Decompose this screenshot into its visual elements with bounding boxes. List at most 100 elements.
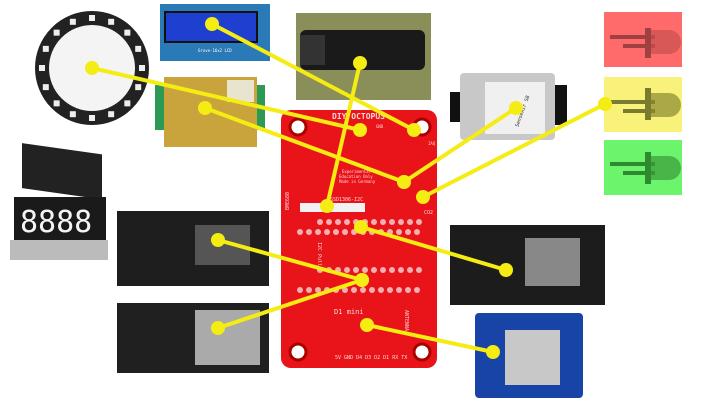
d1-mini-label: D1 mini [334,308,364,316]
header-pad [315,229,321,235]
wire [402,106,518,184]
header-pad [405,287,411,293]
wire-endpoint [198,101,212,115]
led-yellow [604,77,682,132]
pin-labels: 5V GND D4 D3 D2 D1 RX TX [335,355,407,361]
ring-led [124,100,131,107]
feather-huzzah32 [117,303,269,373]
wire [211,22,415,132]
led-red [604,12,682,67]
pullup-label: I2C Pull [316,242,322,266]
note-line-3: Made in Germany [339,179,376,184]
header-pad [342,229,348,235]
header-pad [324,229,330,235]
header-pad [326,219,332,225]
header-pad [396,229,402,235]
ring-led [42,84,49,91]
header-pad [416,219,422,225]
ring-led [42,45,49,52]
wire-endpoint [360,318,374,332]
wire-endpoint [354,220,368,234]
wemos-d1-mini [475,313,583,398]
header-pad [344,267,350,273]
wire-endpoint [211,233,225,247]
lcd-label: Grove-16x2 LCD [198,48,232,53]
wire [91,66,361,132]
header-pad [315,287,321,293]
wire-endpoint [353,56,367,70]
header-pad [405,229,411,235]
wire [325,62,362,207]
ring-led [135,84,142,91]
led-green [604,140,682,195]
ring-led [139,65,145,71]
wire-endpoint [353,123,367,137]
header-pad [380,219,386,225]
bme680-label: BME680 [285,192,291,210]
header-pad [317,219,323,225]
wire-endpoint [416,190,430,204]
ring-led [124,29,131,36]
wire-endpoint [205,17,219,31]
wire-endpoint [509,101,523,115]
ring-led [89,15,95,21]
header-pad [398,219,404,225]
header-pad [416,267,422,273]
header-pad [396,287,402,293]
wire-endpoint [486,345,500,359]
wire [217,278,363,330]
header-pad [389,267,395,273]
header-pad [380,267,386,273]
header-pad [387,287,393,293]
pcb-title: DIY OCTOPUS [332,112,385,121]
lcd-display-module: Grove-16x2 LCD [160,4,270,61]
oled-label: SSD1306-I2C [330,197,363,203]
header-pad [335,219,341,225]
ndir-sensor-module [296,13,431,100]
senseair-s8-sensor: SenseAir S8 [450,73,567,140]
header-pad [407,267,413,273]
header-pad [414,287,420,293]
nodemcu-board [450,225,605,305]
header-pad [306,287,312,293]
wire-endpoint [499,263,513,277]
led-matrix-featherwing [22,143,102,200]
ring-led [135,45,142,52]
header-pad [362,267,368,273]
ring-led [108,18,115,25]
ring-led [69,111,76,118]
wire [366,323,494,354]
header-pad [297,229,303,235]
wire [204,106,405,184]
header-pad [371,219,377,225]
header-pad [344,219,350,225]
ring-led [108,111,115,118]
ring-led [89,115,95,121]
header-pad [353,267,359,273]
header-pad [371,267,377,273]
ring-led [53,29,60,36]
header-pad [378,287,384,293]
header-pad [407,219,413,225]
wire [217,238,363,282]
wire-endpoint [211,321,225,335]
header-pad [389,219,395,225]
header-pad [342,287,348,293]
gnd-label: GND [376,124,384,129]
wire-endpoint [397,175,411,189]
wire-endpoint [355,273,369,287]
co2-label: CO2 [424,210,433,216]
header-pad [414,229,420,235]
header-pad [333,229,339,235]
note-line-1: Experimental [342,169,371,174]
header-pad [398,267,404,273]
antenna-label: ANTENNA [403,310,409,331]
wire [422,102,606,199]
svg-text:8888: 8888 [20,205,92,240]
wire-endpoint [407,123,421,137]
wire-endpoint [85,61,99,75]
connection-wires [85,17,612,359]
diy-octopus-pcb: DIY OCTOPUS GND IAQ CO2 BME680 SSD1306-I… [281,110,437,368]
